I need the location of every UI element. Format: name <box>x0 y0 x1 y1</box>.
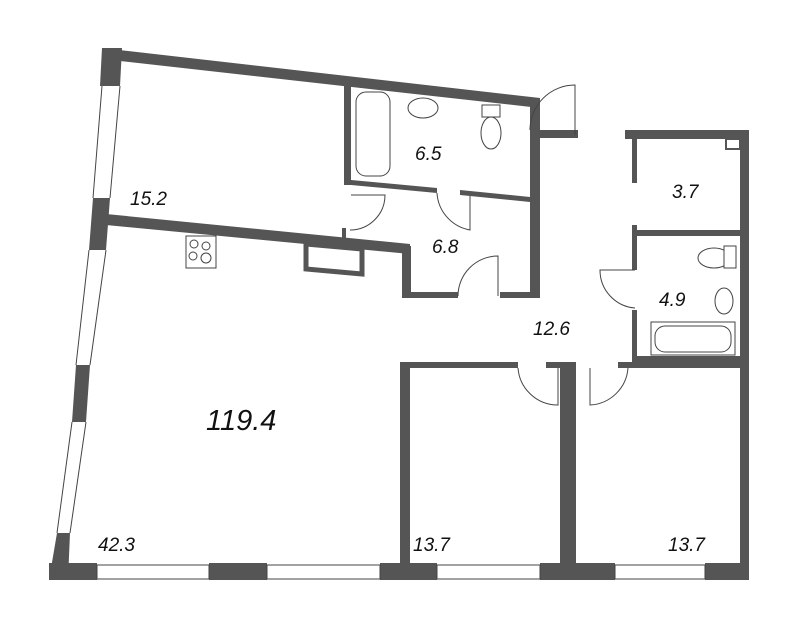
total-area-label: 119.4 <box>206 405 277 437</box>
room-area-label: 15.2 <box>130 189 167 210</box>
room-area-label: 42.3 <box>98 535 135 556</box>
fixtures <box>185 91 737 356</box>
room-area-label: 6.8 <box>432 237 459 258</box>
room-area-label: 3.7 <box>672 182 699 203</box>
room-area-label: 13.7 <box>413 535 450 556</box>
room-area-label: 13.7 <box>668 535 705 556</box>
windows <box>56 85 706 580</box>
room-area-label: 6.5 <box>415 144 442 165</box>
walls <box>49 48 749 580</box>
doors <box>349 84 636 406</box>
room-area-label: 4.9 <box>659 290 686 311</box>
room-area-label: 12.6 <box>533 319 570 340</box>
